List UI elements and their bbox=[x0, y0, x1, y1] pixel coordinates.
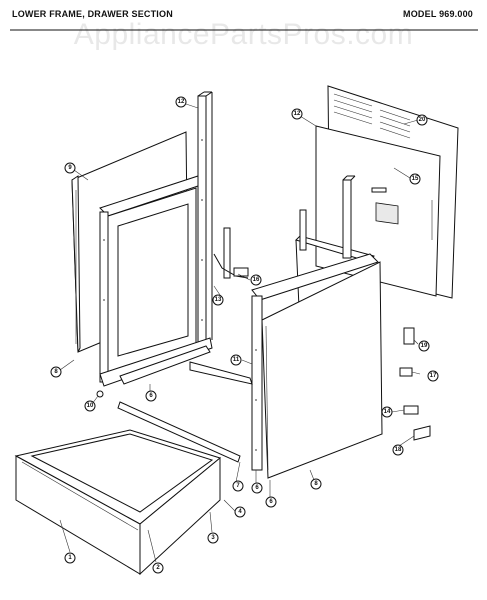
drawer bbox=[14, 429, 222, 576]
callout-10: 11 bbox=[230, 354, 242, 366]
callout-11: 12 bbox=[175, 96, 187, 108]
callout-12: 12 bbox=[291, 108, 303, 120]
watermark: AppliancePartsPros.com bbox=[73, 18, 414, 51]
svg-text:10: 10 bbox=[87, 403, 94, 409]
callout-18: 18 bbox=[392, 444, 404, 456]
svg-text:8: 8 bbox=[54, 369, 58, 375]
svg-text:18: 18 bbox=[395, 447, 402, 453]
section-title: LOWER FRAME, DRAWER SECTION bbox=[12, 9, 173, 19]
callout-6-a: 6 bbox=[251, 482, 263, 494]
latch-bracket bbox=[213, 227, 249, 279]
svg-text:11: 11 bbox=[233, 357, 240, 363]
callout-5: 6 bbox=[145, 390, 157, 402]
callout-14: 14 bbox=[381, 406, 393, 418]
callout-9: 9 bbox=[64, 162, 76, 174]
callout-8-left: 8 bbox=[50, 366, 62, 378]
svg-text:8: 8 bbox=[314, 481, 318, 487]
callout-8-right: 8 bbox=[310, 478, 322, 490]
svg-text:6: 6 bbox=[149, 393, 153, 399]
callout-15: 15 bbox=[409, 173, 421, 185]
callout-13: 13 bbox=[212, 294, 224, 306]
callout-7: 7 bbox=[232, 480, 244, 492]
svg-text:6: 6 bbox=[255, 485, 259, 491]
svg-text:14: 14 bbox=[384, 409, 391, 415]
callout-1: 1 bbox=[64, 552, 76, 564]
callout-20: 20 bbox=[416, 114, 428, 126]
callout-9-bolt: 10 bbox=[84, 400, 96, 412]
callout-17: 17 bbox=[427, 370, 439, 382]
svg-text:6: 6 bbox=[269, 499, 273, 505]
callout-19: 19 bbox=[418, 340, 430, 352]
svg-text:17: 17 bbox=[430, 373, 437, 379]
model-number: MODEL 969.000 bbox=[403, 9, 473, 19]
right-side-panel bbox=[251, 253, 383, 479]
svg-text:19: 19 bbox=[421, 343, 428, 349]
svg-text:9: 9 bbox=[68, 165, 72, 171]
svg-text:20: 20 bbox=[419, 117, 426, 123]
callout-2: 2 bbox=[152, 562, 164, 574]
callout-4: 4 bbox=[234, 506, 246, 518]
svg-text:2: 2 bbox=[156, 565, 160, 571]
callout-6-b: 6 bbox=[265, 496, 277, 508]
svg-text:7: 7 bbox=[236, 483, 240, 489]
callout-3: 3 bbox=[207, 532, 219, 544]
callout-16: 16 bbox=[250, 274, 262, 286]
svg-text:16: 16 bbox=[253, 277, 260, 283]
svg-text:13: 13 bbox=[215, 297, 222, 303]
svg-text:1: 1 bbox=[68, 555, 72, 561]
svg-text:3: 3 bbox=[211, 535, 215, 541]
left-frame bbox=[99, 91, 213, 387]
svg-text:12: 12 bbox=[294, 111, 301, 117]
svg-text:15: 15 bbox=[412, 176, 419, 182]
svg-text:4: 4 bbox=[238, 509, 242, 515]
svg-text:12: 12 bbox=[178, 99, 185, 105]
floor-rails bbox=[117, 345, 253, 463]
